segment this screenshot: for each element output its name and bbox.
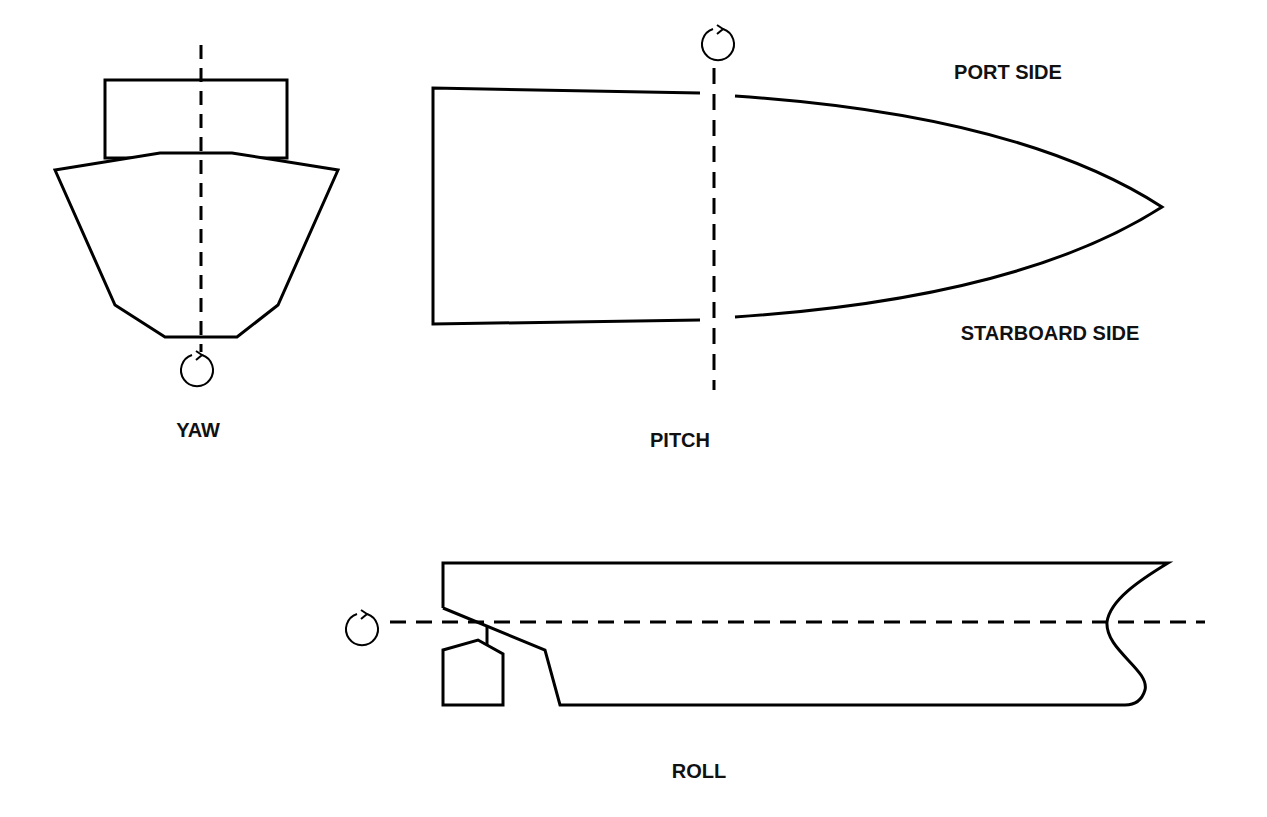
roll-axis [390, 621, 1205, 624]
view-label: STARBOARD SIDE [961, 322, 1140, 344]
view-label: ROLL [672, 760, 726, 782]
hull-stern-top [433, 88, 700, 324]
yaw-axis [200, 45, 203, 352]
rudder [443, 640, 503, 705]
hull-front [55, 153, 338, 337]
rudder-stock [486, 627, 489, 645]
rotation-icon [346, 610, 378, 645]
rotation-icon [702, 25, 734, 60]
hull-bow-top [735, 96, 1162, 317]
superstructure [105, 80, 287, 158]
pitch-axis [713, 68, 716, 390]
view-label: YAW [176, 419, 220, 441]
hull-side [443, 563, 1168, 705]
rotation-icon [181, 351, 213, 386]
view-label: PITCH [650, 429, 710, 451]
view-label: PORT SIDE [954, 61, 1062, 83]
